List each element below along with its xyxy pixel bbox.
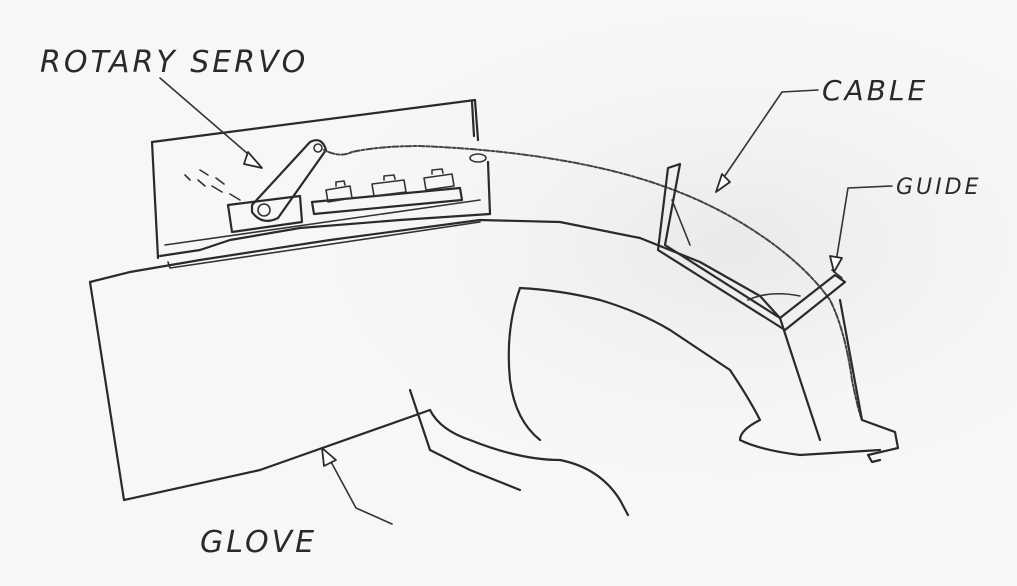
- label-guide: GUIDE: [896, 175, 981, 200]
- label-rotary-servo: ROTARY SERVO: [40, 45, 308, 80]
- label-cable: CABLE: [822, 74, 928, 107]
- label-glove: GLOVE: [200, 525, 317, 560]
